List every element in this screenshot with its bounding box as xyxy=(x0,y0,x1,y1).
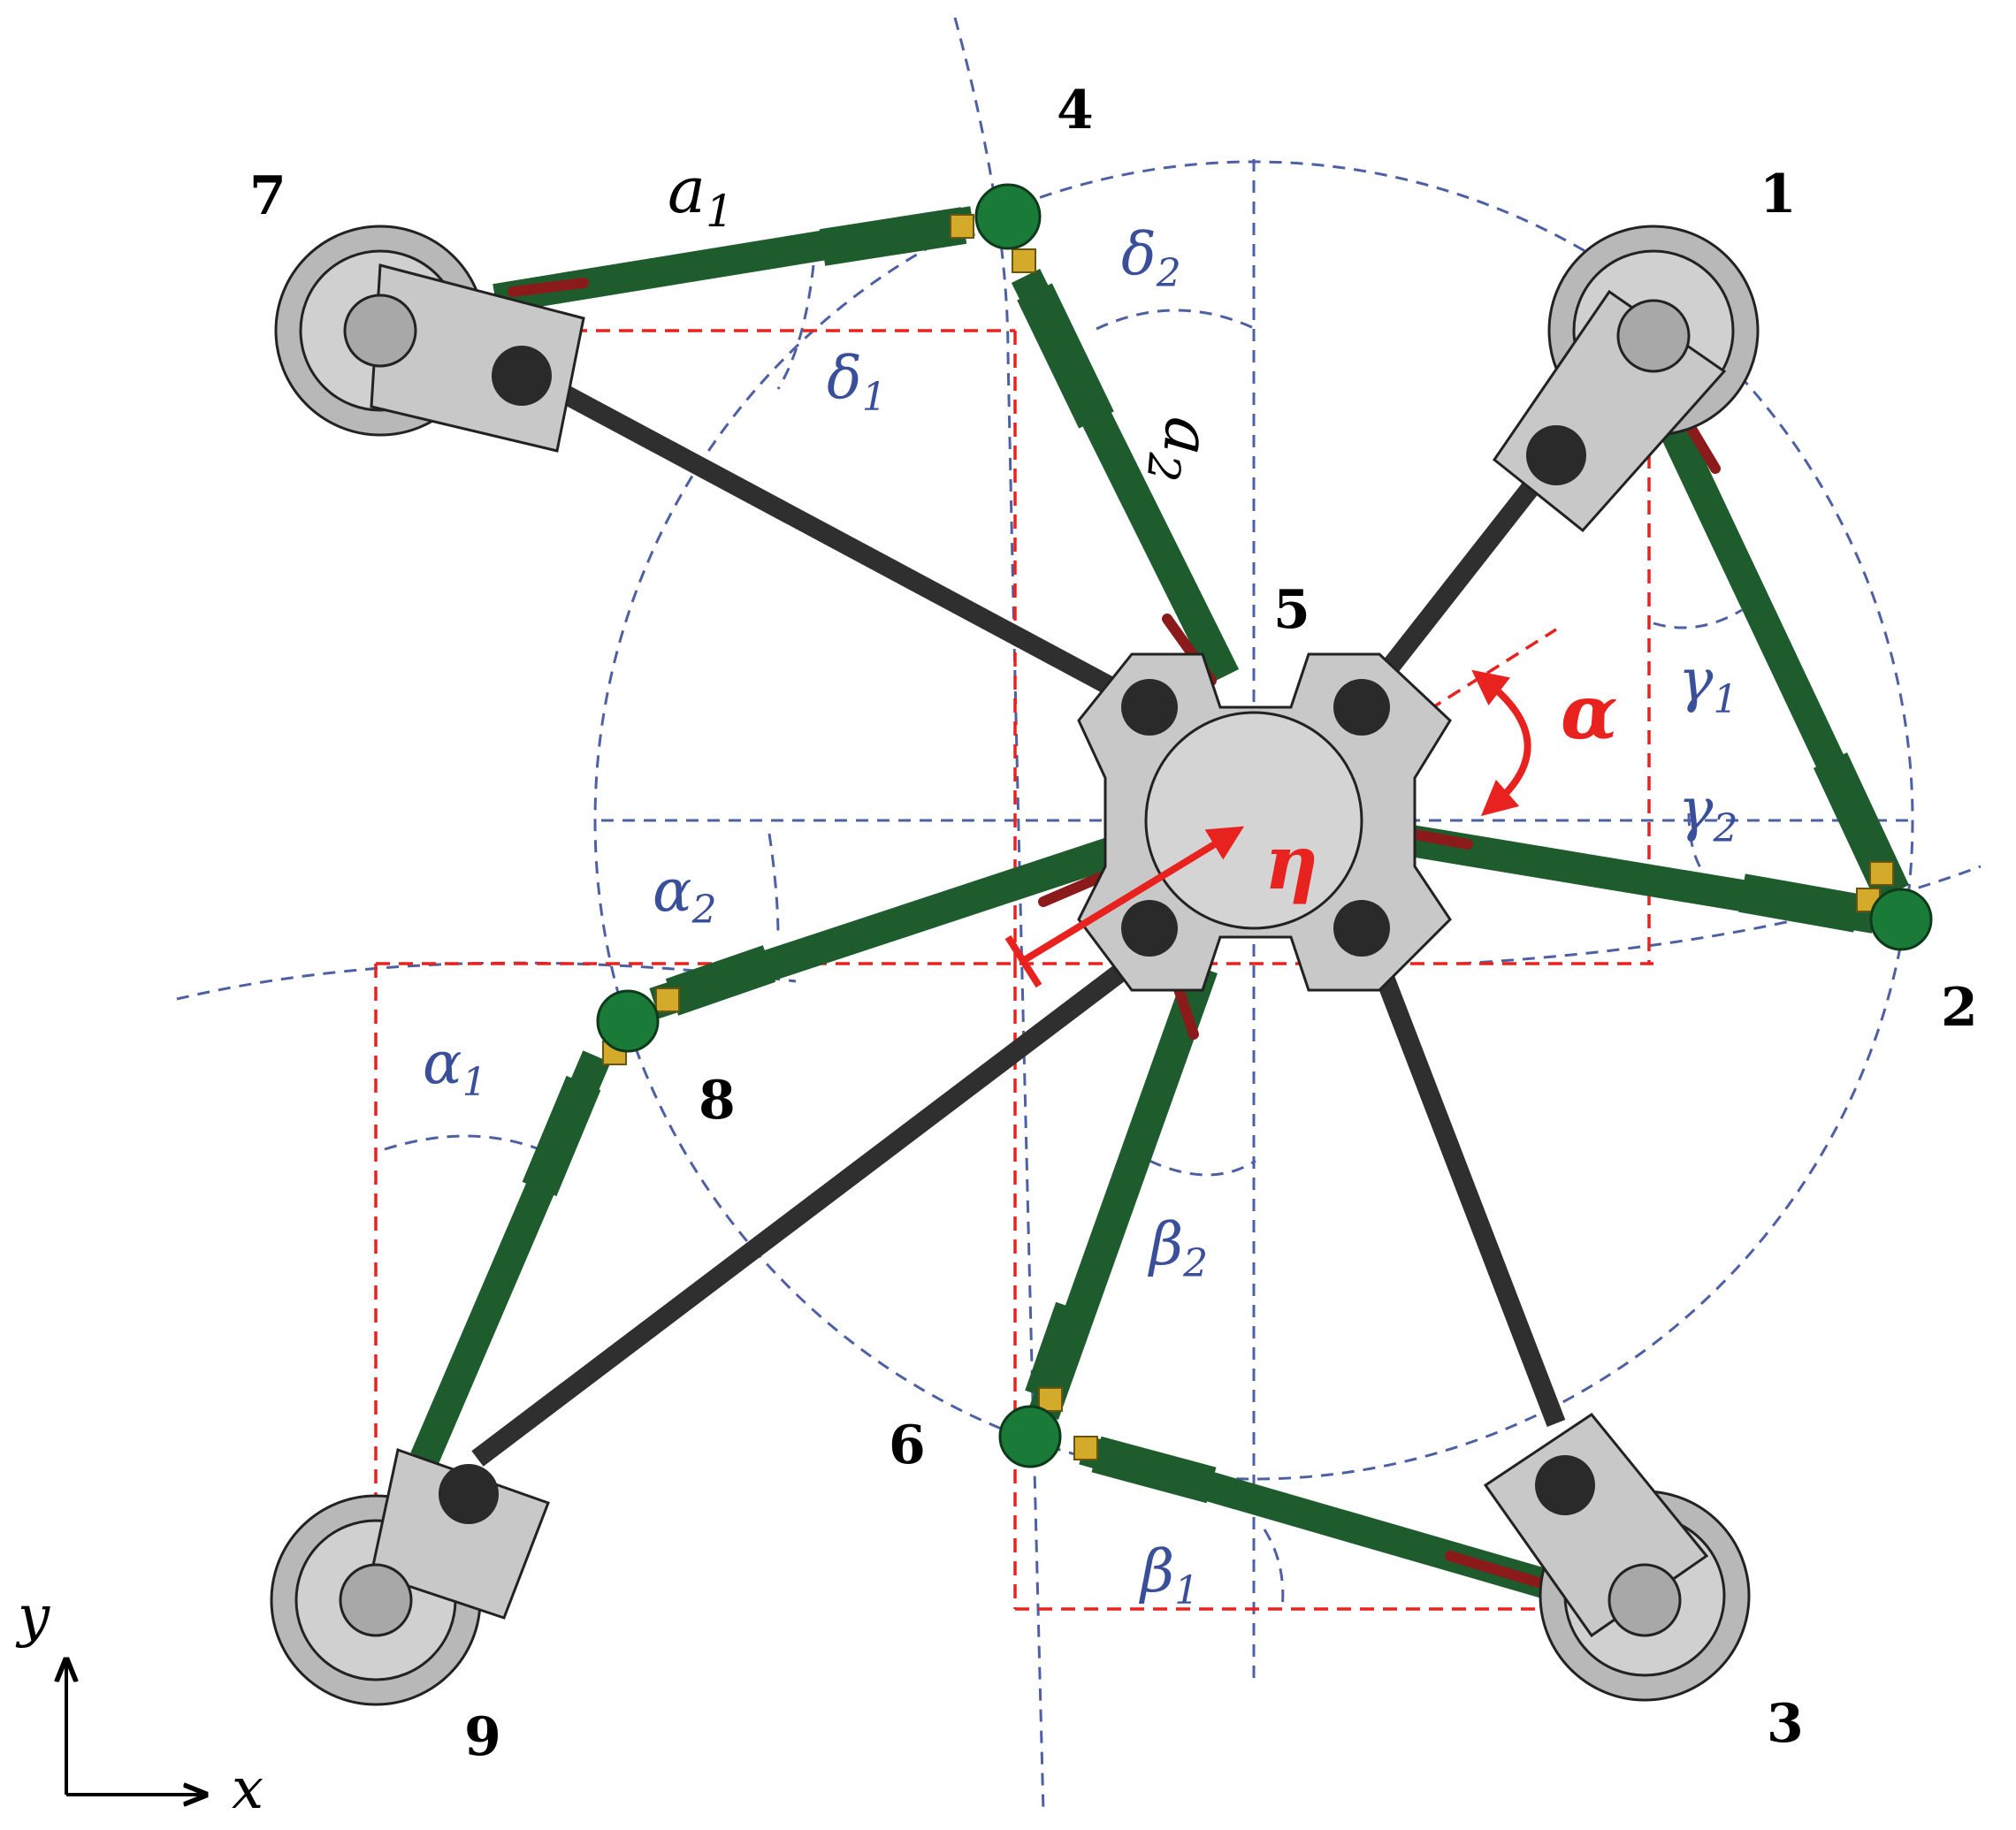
label-node-1: 1 xyxy=(1760,164,1797,225)
label-alpha: α xyxy=(1561,668,1618,756)
arc-gamma2 xyxy=(1687,812,1704,872)
pivot-8 xyxy=(596,989,660,1053)
link-5-8-sleeve xyxy=(665,945,776,1016)
arc-delta1 xyxy=(776,264,815,390)
axis-label-y: y xyxy=(15,1584,50,1650)
coordinate-axes xyxy=(66,1662,203,1795)
base-3 xyxy=(1483,1412,1751,1702)
label-beta2: β2 xyxy=(1147,1210,1208,1286)
axis-label-x: x xyxy=(232,1757,263,1822)
base-7 xyxy=(274,225,585,453)
label-gamma1: γ1 xyxy=(1678,646,1737,722)
label-alpha1: α1 xyxy=(423,1029,487,1105)
strut-7 xyxy=(525,367,1155,716)
label-delta2: δ2 xyxy=(1121,220,1181,296)
label-node-6: 6 xyxy=(889,1414,926,1476)
pivot-joints xyxy=(596,183,1933,1468)
link-5-6-sleeve xyxy=(1025,1301,1093,1404)
link-6-3-sleeve xyxy=(1091,1436,1217,1504)
strut-1 xyxy=(1371,449,1564,687)
node-labels: 1 2 3 4 5 6 7 8 9 xyxy=(249,80,1978,1768)
arc-beta1 xyxy=(1263,1529,1285,1610)
label-node-7: 7 xyxy=(249,165,286,227)
central-hub xyxy=(1077,652,1452,992)
angle-labels: α1 α2 β1 β2 γ1 γ2 δ1 δ2 xyxy=(423,220,1737,1613)
label-gamma2: γ2 xyxy=(1678,775,1737,851)
label-eta: η xyxy=(1264,819,1318,906)
label-delta1: δ1 xyxy=(827,344,887,420)
pivot-4 xyxy=(974,183,1042,250)
strut-9 xyxy=(471,956,1138,1467)
arc-node2 xyxy=(1458,865,1982,965)
base-1 xyxy=(1492,225,1760,533)
strut-3 xyxy=(1370,960,1566,1427)
alpha-arrow xyxy=(1471,669,1531,817)
link-4-5-sleeve xyxy=(1017,283,1114,429)
arc-alpha2 xyxy=(767,833,780,938)
label-a2: a2 xyxy=(1137,414,1226,487)
label-alpha2: α2 xyxy=(653,857,717,933)
label-beta1: β1 xyxy=(1138,1537,1199,1613)
eta-tail xyxy=(1004,934,1042,988)
label-node-4: 4 xyxy=(1057,80,1094,141)
base-9 xyxy=(270,1448,550,1706)
arc-gamma1 xyxy=(1653,608,1743,629)
label-node-5: 5 xyxy=(1273,579,1310,641)
arc-beta2 xyxy=(1149,1159,1256,1177)
red-arrows xyxy=(1004,669,1531,988)
link-7-4-sleeve xyxy=(819,207,967,266)
arc-delta2 xyxy=(1096,309,1256,331)
black-struts xyxy=(471,367,1566,1467)
label-a1: a1 xyxy=(668,153,734,237)
link-5-2-sleeve xyxy=(1738,873,1860,933)
label-node-8: 8 xyxy=(699,1070,736,1132)
pivot-2 xyxy=(1869,888,1933,951)
label-node-3: 3 xyxy=(1767,1693,1804,1755)
link-8-9-sleeve xyxy=(522,1075,601,1197)
arc-alpha1 xyxy=(384,1134,540,1151)
blue-guide-lines xyxy=(176,17,1982,1813)
green-links xyxy=(410,206,1910,1602)
arc-node4 xyxy=(953,17,1045,1813)
label-node-2: 2 xyxy=(1941,977,1978,1039)
eta-arrow xyxy=(1023,826,1245,963)
pivot-6 xyxy=(998,1405,1062,1468)
label-node-9: 9 xyxy=(464,1706,501,1768)
link-labels: a1 a2 xyxy=(668,153,1226,487)
